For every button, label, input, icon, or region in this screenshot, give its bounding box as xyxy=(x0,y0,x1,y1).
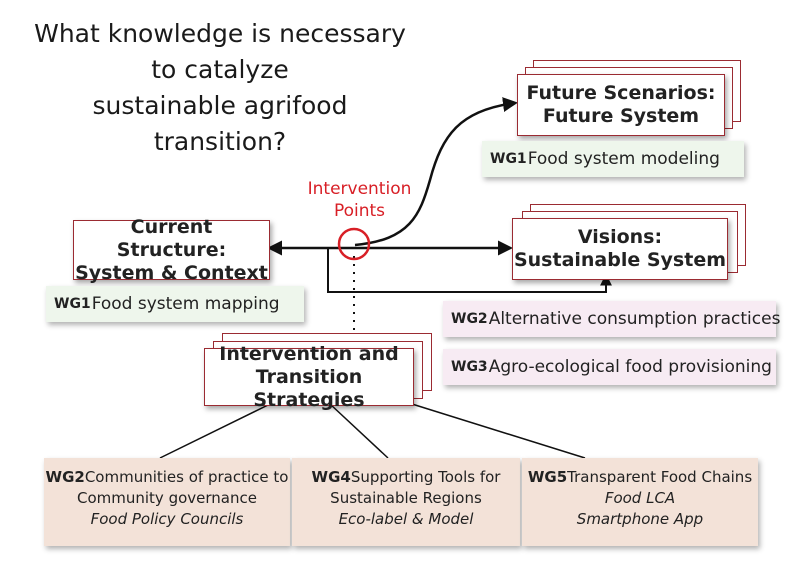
question-line: sustainable agrifood xyxy=(92,91,348,120)
bottom-title-line: WG4Supporting Tools for xyxy=(292,467,520,488)
intervention-circle xyxy=(337,227,371,261)
bottom-title: Transparent Food Chains xyxy=(567,468,753,486)
bottom-line2: Sustainable Regions xyxy=(330,489,482,507)
arrow-to-future xyxy=(354,97,518,247)
future-line: Future Scenarios: xyxy=(526,82,716,104)
bottom-italic: Smartphone App xyxy=(576,510,704,528)
bottom-italic: Eco-label & Model xyxy=(338,510,474,528)
wg-code: WG2 xyxy=(45,468,85,486)
bottom-title-line: WG2Communities of practice to xyxy=(44,467,290,488)
intervention-points-label: Intervention Points xyxy=(297,178,422,222)
bottom-title-line: WG5Transparent Food Chains xyxy=(522,467,758,488)
question-text: What knowledge is necessary to catalyze … xyxy=(30,16,410,160)
current-line: System & Context xyxy=(75,261,268,284)
current-line: Current Structure: xyxy=(116,215,227,261)
visions-line: Sustainable System xyxy=(513,249,727,271)
branch-line-wg2 xyxy=(159,403,271,459)
future-scenarios-box: Future Scenarios: Future System xyxy=(517,74,725,136)
wg-text: Food system modeling xyxy=(527,149,720,169)
bottom-line2: Community governance xyxy=(77,489,257,507)
bottom-italic: Food LCA xyxy=(604,489,676,507)
arrow-lower-to-visions xyxy=(327,248,612,293)
wg-code: WG4 xyxy=(311,468,351,486)
intervention-line: Intervention and xyxy=(219,342,399,365)
wg-code: WG2 xyxy=(451,311,488,327)
future-line: Future System xyxy=(542,105,700,127)
branch-line-wg5 xyxy=(411,403,586,459)
wg5-food-chains-box: WG5Transparent Food Chains Food LCA Smar… xyxy=(522,458,758,546)
bottom-italic: Food Policy Councils xyxy=(90,510,244,528)
wg-code: WG1 xyxy=(54,296,91,312)
visions-line: Visions: xyxy=(577,226,663,248)
question-line: What knowledge is necessary xyxy=(34,19,406,48)
visions-box: Visions: Sustainable System xyxy=(512,218,728,280)
wg-code: WG5 xyxy=(527,468,568,486)
intervention-strategies-box: Intervention and Transition Strategies xyxy=(204,343,414,411)
wg-text: Agro-ecological food provisioning xyxy=(488,357,772,377)
intervention-points-line: Intervention xyxy=(307,179,412,199)
wg2-communities-box: WG2Communities of practice to Community … xyxy=(44,458,290,546)
wg-code: WG1 xyxy=(490,151,527,167)
bottom-title: Communities of practice to xyxy=(84,468,289,486)
wg-code: WG3 xyxy=(451,359,488,375)
question-line: transition? xyxy=(153,127,287,156)
intervention-line: Transition Strategies xyxy=(253,365,365,411)
branch-line-wg4 xyxy=(329,403,389,459)
wg-text: Food system mapping xyxy=(91,294,280,314)
current-structure-box: Current Structure: System & Context xyxy=(73,216,270,284)
wg4-tools-box: WG4Supporting Tools for Sustainable Regi… xyxy=(292,458,520,546)
bottom-title: Supporting Tools for xyxy=(350,468,501,486)
wg-text: Alternative consumption practices xyxy=(488,309,781,329)
intervention-points-line: Points xyxy=(333,201,386,221)
question-line: to catalyze xyxy=(151,55,289,84)
